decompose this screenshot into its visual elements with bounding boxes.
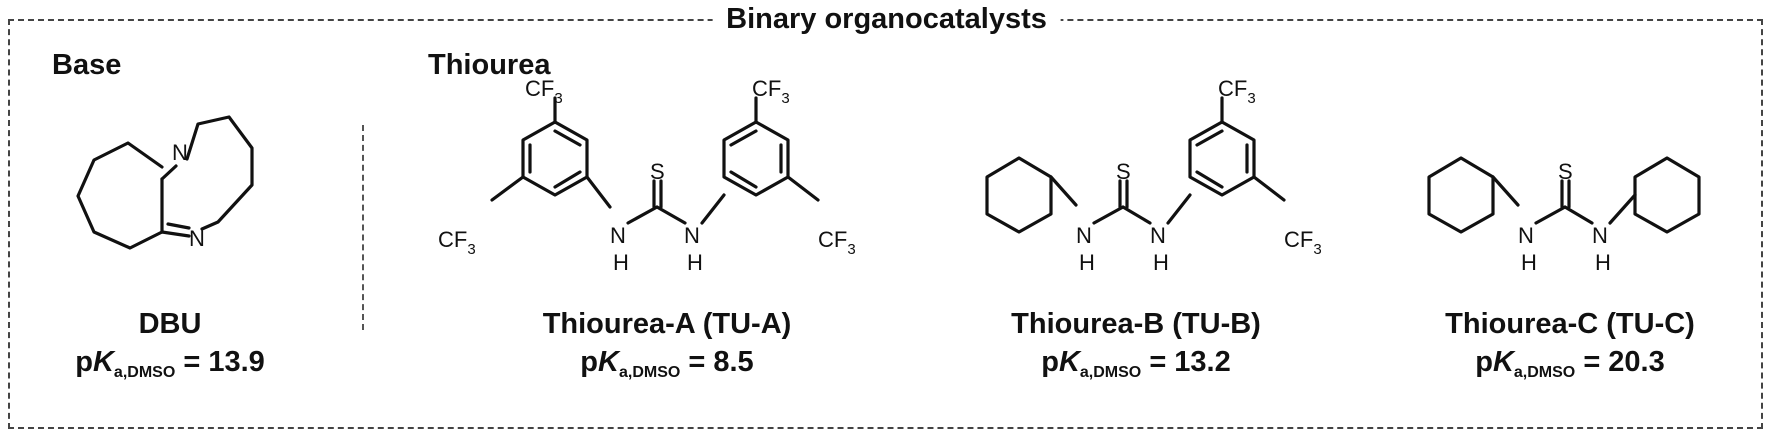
compound-label-tu-a: Thiourea-A (TU-A) pKa,DMSO = 8.5 bbox=[543, 306, 792, 393]
section-thiourea-heading: Thiourea bbox=[428, 49, 551, 81]
tub-atom-n-right: N bbox=[1150, 223, 1166, 248]
compound-pka: pKa,DMSO = 13.2 bbox=[1041, 346, 1231, 381]
thiourea-c-structure: N H S N H bbox=[1427, 156, 1701, 275]
compound-label-tu-c: Thiourea-C (TU-C) pKa,DMSO = 20.3 bbox=[1445, 306, 1695, 393]
compound-name: Thiourea-A (TU-A) bbox=[542, 308, 792, 340]
thiourea-a-structure: CF3 CF3 N H S N H CF3 CF3 bbox=[438, 76, 856, 275]
tuc-atom-s: S bbox=[1558, 159, 1573, 184]
compound-name: DBU bbox=[138, 308, 202, 340]
tua-cf3-top-right: CF3 bbox=[752, 76, 790, 107]
tuc-atom-n-left: N bbox=[1518, 223, 1534, 248]
page-title: Binary organocatalysts bbox=[712, 0, 1061, 38]
tub-cf3-right: CF3 bbox=[1284, 227, 1322, 258]
tua-atom-n-left: N bbox=[610, 223, 626, 248]
compound-label-dbu: DBU pKa,DMSO = 13.9 bbox=[75, 306, 265, 393]
tub-atom-n-left: N bbox=[1076, 223, 1092, 248]
dbu-atom-n1: N bbox=[172, 140, 188, 165]
dbu-atom-n2: N bbox=[189, 226, 205, 251]
tuc-atom-n-right: N bbox=[1592, 223, 1608, 248]
compound-pka: pKa,DMSO = 8.5 bbox=[580, 346, 754, 381]
compound-name: Thiourea-C (TU-C) bbox=[1445, 308, 1695, 340]
compound-pka: pKa,DMSO = 20.3 bbox=[1475, 346, 1665, 381]
tub-cf3-top: CF3 bbox=[1218, 76, 1256, 107]
compound-pka: pKa,DMSO = 13.9 bbox=[75, 346, 265, 381]
tua-cf3-top-left: CF3 bbox=[525, 76, 563, 107]
thiourea-b-structure: N H S N H CF3 CF3 bbox=[985, 76, 1322, 275]
tuc-atom-h-left: H bbox=[1521, 250, 1537, 275]
tub-atom-h-left: H bbox=[1079, 250, 1095, 275]
tua-cf3-bottom-left: CF3 bbox=[438, 227, 476, 258]
tua-atom-s: S bbox=[650, 159, 665, 184]
section-divider bbox=[362, 125, 364, 330]
tuc-atom-h-right: H bbox=[1595, 250, 1611, 275]
tua-cf3-bottom-right: CF3 bbox=[818, 227, 856, 258]
compound-label-tu-b: Thiourea-B (TU-B) pKa,DMSO = 13.2 bbox=[1011, 306, 1261, 393]
tub-atom-h-right: H bbox=[1153, 250, 1169, 275]
tua-atom-n-right: N bbox=[684, 223, 700, 248]
tua-atom-h-left: H bbox=[613, 250, 629, 275]
dbu-structure: N N bbox=[76, 115, 254, 251]
section-base-heading: Base bbox=[52, 49, 122, 81]
tua-atom-h-right: H bbox=[687, 250, 703, 275]
compound-name: Thiourea-B (TU-B) bbox=[1011, 308, 1261, 340]
tub-atom-s: S bbox=[1116, 159, 1131, 184]
